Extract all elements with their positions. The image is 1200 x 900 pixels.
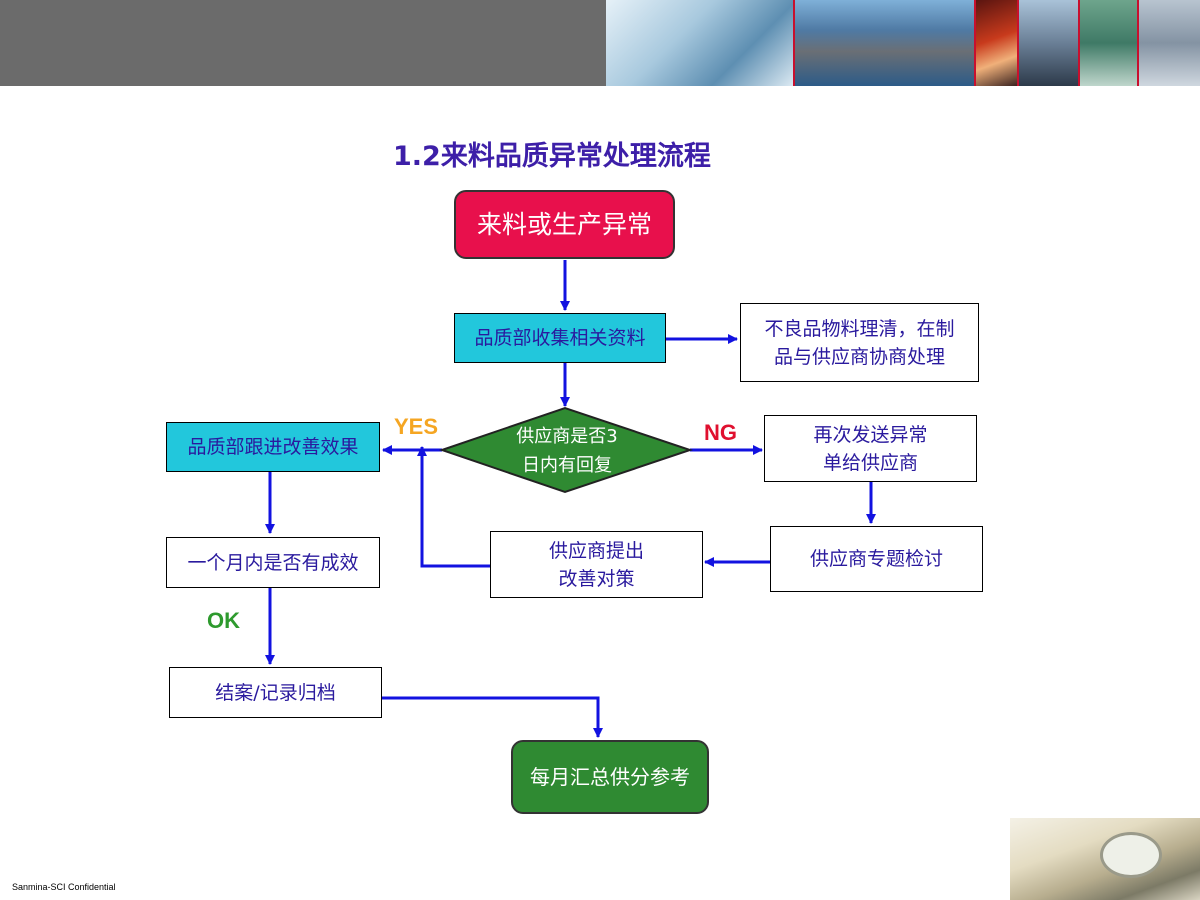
confidential-footer: Sanmina-SCI Confidential: [12, 882, 116, 892]
city-skyline-photo: [794, 0, 974, 86]
summary-node: 每月汇总供分参考: [511, 740, 709, 814]
photo-separator: [1017, 0, 1020, 86]
industrial-photo: [975, 0, 1018, 86]
header-band: [0, 0, 606, 86]
collect-node-label: 品质部收集相关资料: [474, 327, 646, 349]
close-node: 结案/记录归档: [169, 667, 382, 718]
resend-node-line2: 单给供应商: [822, 451, 918, 474]
resend-node: 再次发送异常 单给供应商: [764, 415, 977, 482]
effective-node: 一个月内是否有成效: [166, 537, 380, 588]
photo-separator: [973, 0, 976, 86]
review-node: 供应商专题检讨: [770, 526, 983, 592]
lab-workers-photo: [1080, 0, 1138, 86]
arrow-countermeasure-loop: [417, 446, 490, 568]
decision-line1: 供应商是否3: [516, 426, 618, 447]
effective-node-label: 一个月内是否有成效: [187, 551, 359, 574]
machinery-photo: [1139, 0, 1200, 86]
arrow-close-to-summary: [382, 696, 603, 738]
sort-node: 不良品物料理清，在制 品与供应商协商处理: [740, 303, 979, 382]
start-node-label: 来料或生产异常: [476, 209, 652, 239]
clock-icon: [1100, 832, 1162, 878]
ng-label: NG: [704, 420, 737, 445]
decision-line2: 日内有回复: [522, 455, 612, 476]
helicopter-photo: [1019, 0, 1079, 86]
resend-node-line1: 再次发送异常: [813, 423, 928, 446]
close-node-label: 结案/记录归档: [215, 681, 336, 704]
countermeasure-node-line1: 供应商提出: [548, 539, 644, 562]
ok-label: OK: [207, 608, 240, 633]
handshake-photo: [606, 0, 793, 86]
collect-node: 品质部收集相关资料: [454, 313, 666, 363]
header-photo-strip: [606, 0, 1200, 86]
summary-node-label: 每月汇总供分参考: [530, 765, 690, 789]
review-node-label: 供应商专题检讨: [809, 548, 943, 570]
page-title: 1.2来料品质异常处理流程: [393, 141, 711, 172]
yes-label: YES: [394, 414, 439, 439]
decision-diamond: [438, 406, 694, 494]
decision-node-label: 供应商是否3 日内有回复: [470, 422, 664, 480]
photo-separator: [1078, 0, 1081, 86]
start-node: 来料或生产异常: [454, 190, 675, 259]
sort-node-line2: 品与供应商协商处理: [773, 345, 945, 368]
photo-separator: [1137, 0, 1140, 86]
track-node-label: 品质部跟进改善效果: [187, 436, 359, 458]
track-node: 品质部跟进改善效果: [166, 422, 380, 472]
sort-node-line1: 不良品物料理清，在制: [764, 317, 955, 340]
photo-separator: [792, 0, 795, 86]
countermeasure-node: 供应商提出 改善对策: [490, 531, 703, 598]
countermeasure-node-line2: 改善对策: [558, 567, 635, 590]
